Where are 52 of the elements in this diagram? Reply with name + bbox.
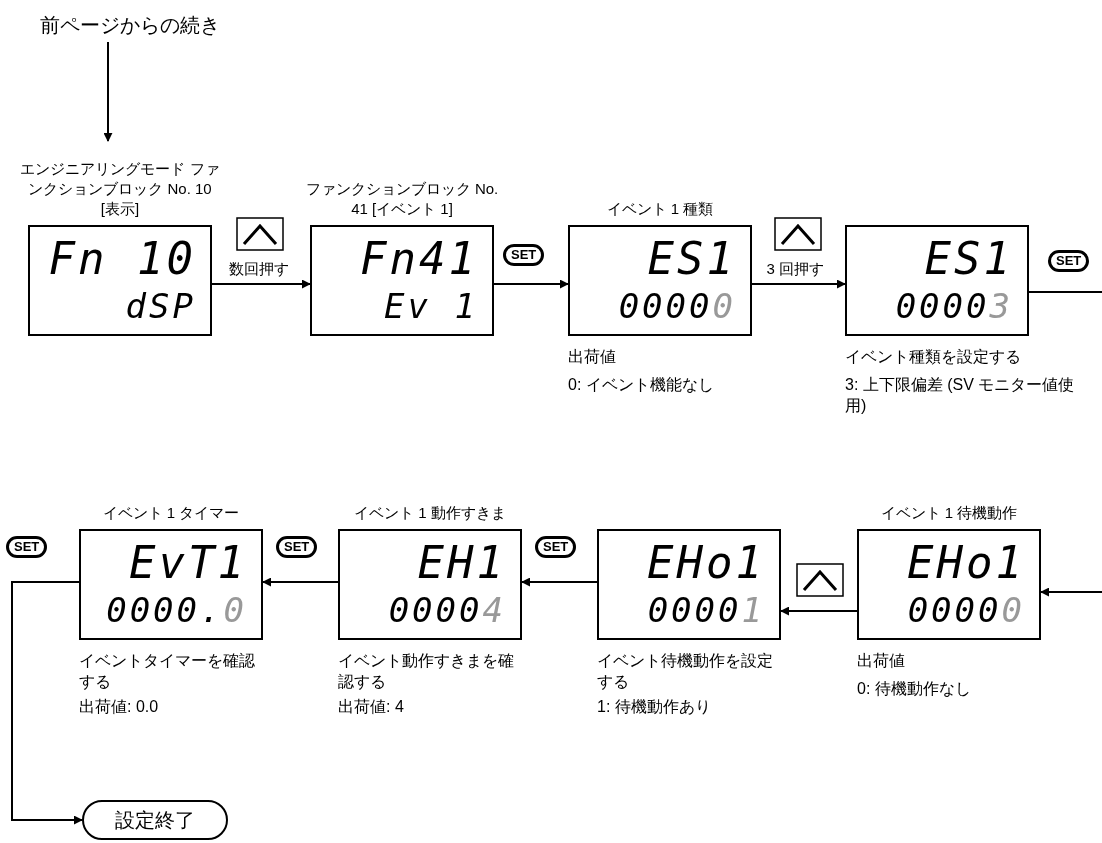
set-key: SET	[1048, 250, 1090, 272]
note-text: 1: 待機動作あり	[597, 697, 712, 717]
arrow	[493, 279, 569, 289]
end-terminal: 設定終了	[82, 800, 228, 840]
arrow	[780, 606, 858, 616]
arrow	[211, 279, 311, 289]
display-readout: 00004	[388, 593, 506, 627]
edge-label: 3 回押す	[764, 260, 826, 279]
display-readout: 00001	[647, 593, 765, 627]
note-text: 0: 待機動作なし	[857, 679, 972, 699]
display-readout: Ev 1	[384, 289, 478, 323]
note-text: イベントタイマーを確認する	[79, 651, 256, 692]
display-readout: ES1	[647, 237, 736, 281]
arrow	[11, 581, 83, 825]
arrow	[751, 279, 846, 289]
display-readout: EHo1	[907, 541, 1025, 585]
display-heading: イベント 1 動作すきま	[353, 503, 507, 523]
display-heading: イベント 1 種類	[605, 199, 715, 219]
note-text: イベント待機動作を設定する	[597, 651, 774, 692]
display-heading: エンジニアリングモード ファンクションブロック No. 10 [表示]	[19, 159, 221, 219]
note-text: 出荷値: 0.0	[79, 697, 160, 717]
note-text: イベント動作すきまを確認する	[338, 651, 515, 692]
edge-label: 数回押す	[227, 260, 291, 279]
display-readout: EH1	[417, 541, 506, 585]
display-readout: Fn41	[360, 237, 478, 281]
note-text: イベント種類を設定する	[845, 347, 1022, 367]
display-readout: 0000.0	[106, 593, 247, 627]
note-text: 出荷値: 4	[338, 697, 405, 717]
display-readout: EvT1	[129, 541, 247, 585]
set-key: SET	[503, 244, 545, 266]
arrow	[262, 577, 339, 587]
arrow	[1040, 587, 1102, 597]
display-readout: EHo1	[647, 541, 765, 585]
display-heading: イベント 1 タイマー	[101, 503, 241, 523]
continuation-text: 前ページからの続き	[40, 12, 220, 39]
display-readout: ES1	[924, 237, 1013, 281]
display-heading: ファンクションブロック No. 41 [イベント 1]	[304, 179, 500, 219]
display-readout: dSP	[125, 289, 196, 323]
note-text: 3: 上下限偏差 (SV モニター値使用)	[845, 375, 1076, 416]
display-readout: 00000	[618, 289, 736, 323]
set-key: SET	[6, 536, 48, 558]
display-heading: イベント 1 待機動作	[879, 503, 1019, 523]
note-text: 出荷値	[857, 651, 906, 671]
display-readout: 00003	[895, 289, 1013, 323]
arrow	[521, 577, 598, 587]
set-key: SET	[276, 536, 318, 558]
note-text: 0: イベント機能なし	[568, 375, 715, 395]
display-readout: 00000	[907, 593, 1025, 627]
display-readout: Fn 10	[48, 237, 196, 281]
note-text: 出荷値	[568, 347, 617, 367]
arrow	[103, 41, 113, 142]
set-key: SET	[535, 536, 577, 558]
